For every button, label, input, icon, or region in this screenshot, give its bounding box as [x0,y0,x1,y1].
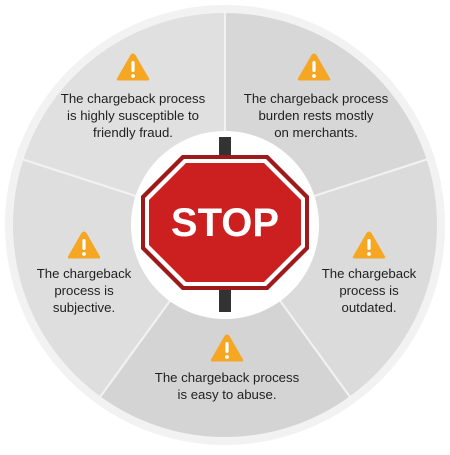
warning-icon [210,334,244,362]
stop-sign-text: STOP [171,201,279,245]
segment-line: The chargeback process [60,91,206,106]
warning-icon [116,53,150,81]
warning-icon [67,231,101,259]
segment-label: The chargeback process is easy to abuse. [142,369,312,403]
segment-line: The chargeback process [243,91,389,106]
segment-label: The chargeback process burden rests most… [231,90,401,141]
segment-line: process is [339,283,399,298]
segment-line: friendly fraud. [93,125,173,140]
segment-line: subjective. [52,300,116,315]
stop-sign: STOP [141,137,309,312]
segment-line: The chargeback [321,266,417,281]
warning-icon [297,53,331,81]
segment-line: is easy to abuse. [177,387,277,402]
segment-line: The chargeback process [154,370,300,385]
sign-post-top [219,137,231,159]
segment-line: is highly susceptible to [67,108,199,123]
sign-post-bottom [219,284,231,312]
segment-line: The chargeback [36,266,132,281]
segment-line: process is [54,283,114,298]
stop-sign-face [149,163,301,282]
segment-wedge-easy-to-abuse [98,223,352,439]
segment-label: The chargeback process is subjective. [0,265,169,316]
segment-label: The chargeback process is outdated. [284,265,450,316]
warning-icon [352,231,386,259]
segment-label: The chargeback process is highly suscept… [48,90,218,141]
segment-line: on merchants. [274,125,358,140]
segment-line: outdated. [341,300,397,315]
segment-line: burden rests mostly [258,108,374,123]
